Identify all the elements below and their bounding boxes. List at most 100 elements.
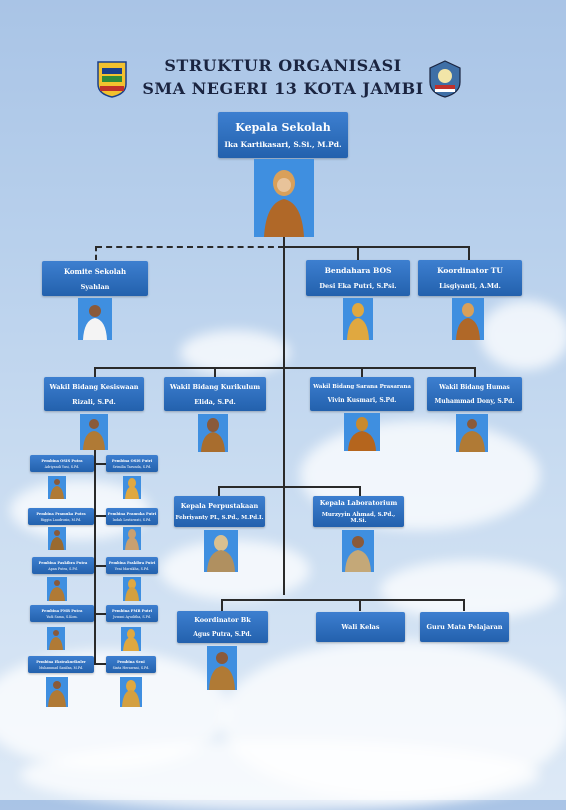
wakil-sarpras-box: Wakil Bidang Sarana Prasarana Vivin Kusm… xyxy=(310,377,414,411)
person-name: Febriyanty PL, S.Pd., M.Pd.I. xyxy=(175,515,264,521)
connector xyxy=(214,367,216,377)
pembina-seni-box: Pembina Seni Sinta Herawani, S.Pd. xyxy=(106,656,156,673)
role-title: Kepala Laboratorium xyxy=(319,499,398,507)
person-name: Sinta Herawani, S.Pd. xyxy=(112,665,150,670)
city-logo xyxy=(428,60,461,98)
connector xyxy=(218,486,220,496)
guru-mapel-box: Guru Mata Pelajaran xyxy=(420,612,509,642)
connector xyxy=(463,599,465,611)
pembina-photo xyxy=(120,677,142,707)
connector xyxy=(221,599,223,611)
person-name: Vivin Kusmari, S.Pd. xyxy=(327,397,397,404)
pembina-osis-putra-box: Pembina OSIS Putra Adriyandi Yusi, S.Pd. xyxy=(30,455,94,472)
kepala-sekolah-box: Kepala Sekolah Ika Kartikasari, S.Si., M… xyxy=(218,112,348,158)
kepala-perpustakaan-box: Kepala Perpustakaan Febriyanty PL, S.Pd.… xyxy=(174,496,265,527)
laboratorium-photo xyxy=(342,530,374,572)
province-logo xyxy=(96,60,128,98)
pembina-paskibra-putri-box: Pembina Paskibra Putri Yeni Marsikha, S.… xyxy=(106,557,158,574)
wali-kelas-box: Wali Kelas xyxy=(316,612,405,642)
pembina-pmr-putri-box: Pembina PMR Putri Juwani Ayuditha, S.Pd. xyxy=(106,605,158,622)
bendahara-box: Bendahara BOS Desi Eka Putri, S.Psi. xyxy=(306,260,410,296)
role-title: Kepala Sekolah xyxy=(235,121,331,134)
koordinator-bk-photo xyxy=(207,646,237,690)
role-title: Wakil Bidang Humas xyxy=(439,383,510,391)
wakil-humas-box: Wakil Bidang Humas Muhammad Dony, S.Pd. xyxy=(427,377,522,411)
wakil-kurikulum-photo xyxy=(198,414,228,452)
cloud xyxy=(20,740,540,810)
dashed-connector xyxy=(95,246,97,260)
role-title: Pembina Pramuka Putra xyxy=(36,511,86,516)
person-name: Syahlan xyxy=(80,282,110,291)
person-name: Muhammad Dony, S.Pd. xyxy=(434,397,515,405)
wakil-sarpras-photo xyxy=(344,413,380,451)
role-title: Koordinator TU xyxy=(437,266,503,275)
connector xyxy=(283,246,469,248)
komite-photo xyxy=(78,298,112,340)
person-name: Rizali, S.Pd. xyxy=(72,397,116,406)
page-title-line1: STRUKTUR ORGANISASI xyxy=(164,56,402,75)
person-name: Apan Putra, S.Pd. xyxy=(48,566,78,571)
koordinator-tu-photo xyxy=(452,298,484,340)
pembina-paskibra-putra-box: Pembina Paskibra Putra Apan Putra, S.Pd. xyxy=(32,557,94,574)
cloud xyxy=(380,560,560,620)
koordinator-tu-box: Koordinator TU Lisgiyanti, A.Md. xyxy=(418,260,522,296)
pembina-photo xyxy=(48,476,66,499)
connector xyxy=(357,246,359,260)
role-title: Koordinator Bk xyxy=(194,616,251,624)
pembina-pramuka-putra-box: Pembina Pramuka Putra Riggin Laudrosin, … xyxy=(28,508,94,525)
pembina-pmr-putra-box: Pembina PMR Putra Yudi Sama, S.Kom. xyxy=(30,605,94,622)
role-title: Pembina Seni xyxy=(117,659,145,664)
komite-sekolah-box: Komite Sekolah Syahlan xyxy=(42,261,148,296)
connector xyxy=(94,450,96,665)
wakil-kesiswaan-box: Wakil Bidang Kesiswaan Rizali, S.Pd. xyxy=(44,377,144,411)
person-name: Elida, S.Pd. xyxy=(194,397,236,406)
page-title-line2: SMA NEGERI 13 KOTA JAMBI xyxy=(142,79,424,98)
connector xyxy=(359,599,361,611)
role-title: Kepala Perpustakaan xyxy=(180,502,259,510)
connector xyxy=(283,237,285,595)
perpustakaan-photo xyxy=(204,530,238,572)
role-title: Wakil Bidang Kesiswaan xyxy=(49,382,139,391)
pembina-photo xyxy=(48,527,66,550)
koordinator-bk-box: Koordinator Bk Agus Putra, S.Pd. xyxy=(177,611,268,643)
role-title: Pembina Pramuka Putri xyxy=(107,511,157,516)
person-name: Desi Eka Putri, S.Psi. xyxy=(319,282,397,290)
connector xyxy=(359,486,361,496)
pembina-photo xyxy=(123,577,141,601)
pembina-pramuka-putri-box: Pembina Pramuka Putri Indah Lestiowati, … xyxy=(106,508,158,525)
person-name: Muhammad Sanifan, M.Pd. xyxy=(38,665,84,670)
person-name: Yeni Marsikha, S.Pd. xyxy=(114,566,150,571)
pembina-photo xyxy=(47,627,65,650)
person-name: Srimilia Tarunda, S.Pd. xyxy=(112,464,152,469)
pembina-ekstrakurikuler-box: Pembina Ekstrakurikuler Muhammad Sanifan… xyxy=(28,656,94,673)
pembina-photo xyxy=(121,627,141,651)
person-name: Adriyandi Yusi, S.Pd. xyxy=(44,464,80,469)
cloud xyxy=(480,300,566,370)
role-title: Wali Kelas xyxy=(341,623,380,631)
wakil-kurikulum-box: Wakil Bidang Kurikulum Elida, S.Pd. xyxy=(164,377,266,411)
pembina-photo xyxy=(123,527,141,550)
pembina-photo xyxy=(47,577,67,601)
role-title: Wakil Bidang Sarana Prasarana xyxy=(313,384,411,390)
role-title: Guru Mata Pelajaran xyxy=(426,623,503,631)
kepala-sekolah-photo xyxy=(254,159,314,237)
person-name: Lisgiyanti, A.Md. xyxy=(439,282,501,290)
role-title: Bendahara BOS xyxy=(324,266,392,275)
connector xyxy=(94,367,96,377)
dashed-connector xyxy=(96,246,284,248)
role-title: Pembina Paskibra Putri xyxy=(108,560,156,565)
role-title: Pembina OSIS Putri xyxy=(111,458,153,463)
person-name: Murzyyin Ahmad, S.Pd., M.Si. xyxy=(321,512,396,524)
role-title: Komite Sekolah xyxy=(63,266,127,276)
role-title: Pembina PMR Putra xyxy=(41,608,83,613)
wakil-humas-photo xyxy=(456,414,488,452)
pembina-photo xyxy=(123,476,141,499)
person-name: Ika Kartikasari, S.Si., M.Pd. xyxy=(224,140,342,149)
role-title: Pembina Paskibra Putra xyxy=(38,560,88,565)
person-name: Indah Lestiowati, S.Pd. xyxy=(112,517,152,522)
kepala-laboratorium-box: Kepala Laboratorium Murzyyin Ahmad, S.Pd… xyxy=(313,496,404,527)
connector xyxy=(218,486,360,488)
role-title: Pembina Ekstrakurikuler xyxy=(36,659,86,664)
role-title: Pembina OSIS Putra xyxy=(41,458,83,463)
pembina-osis-putri-box: Pembina OSIS Putri Srimilia Tarunda, S.P… xyxy=(106,455,158,472)
